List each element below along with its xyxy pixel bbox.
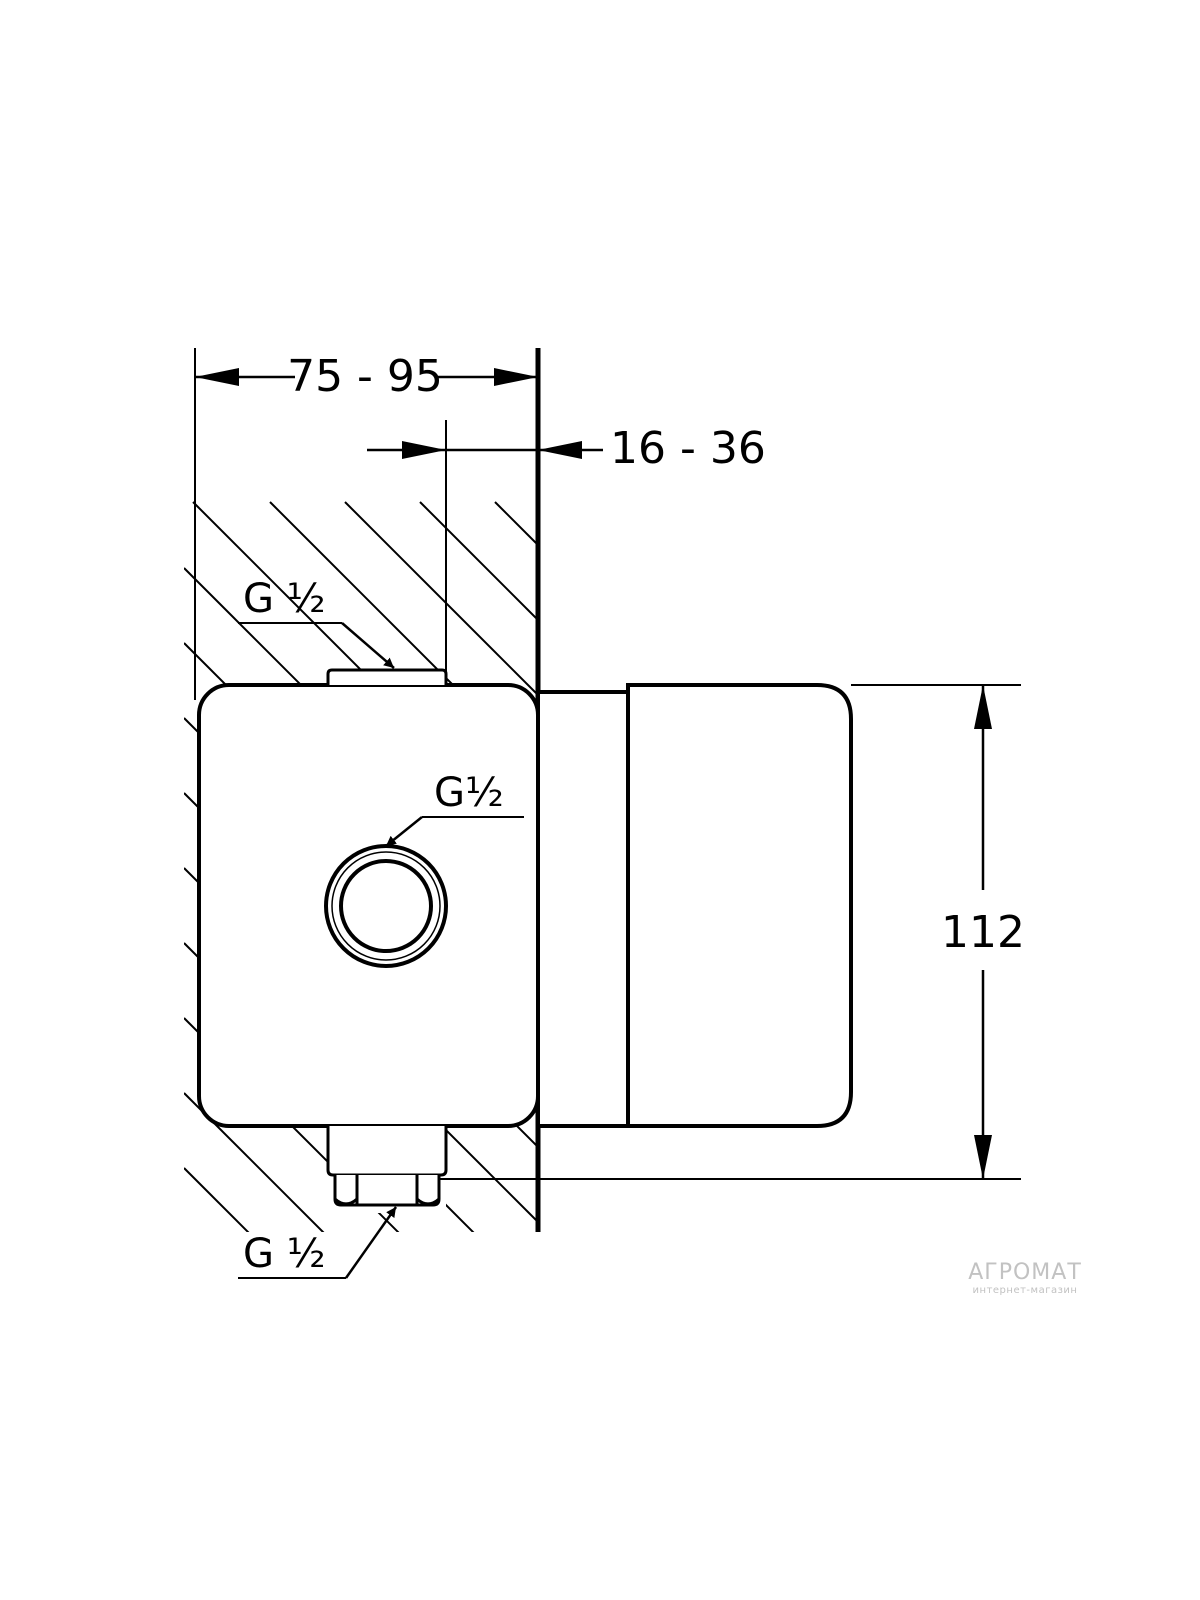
dimension-height: 112 — [440, 684, 1025, 1180]
leader-bottom-thread: G ½ — [238, 1206, 398, 1279]
watermark-brand: АГРОМАТ — [968, 1260, 1082, 1285]
side-thread-label: G½ — [434, 770, 504, 816]
leader-side-thread: G½ — [385, 770, 524, 847]
watermark-tagline: интернет-магазин — [972, 1285, 1078, 1296]
wall-range-label: 16 - 36 — [610, 423, 766, 474]
bottom-thread-label: G ½ — [243, 1231, 325, 1277]
depth-range-label: 75 - 95 — [287, 351, 443, 402]
top-connection — [326, 668, 448, 685]
leader-top-thread: G ½ — [238, 576, 395, 669]
top-thread-label: G ½ — [243, 576, 325, 622]
cover-plate — [536, 683, 853, 1128]
dimension-wall: 16 - 36 — [367, 423, 766, 474]
bottom-connection — [326, 1126, 448, 1207]
dimension-depth: 75 - 95 — [195, 351, 538, 402]
height-label: 112 — [941, 907, 1025, 958]
watermark: АГРОМАТ интернет-магазин — [950, 1262, 1100, 1296]
valve-body — [197, 683, 540, 1128]
